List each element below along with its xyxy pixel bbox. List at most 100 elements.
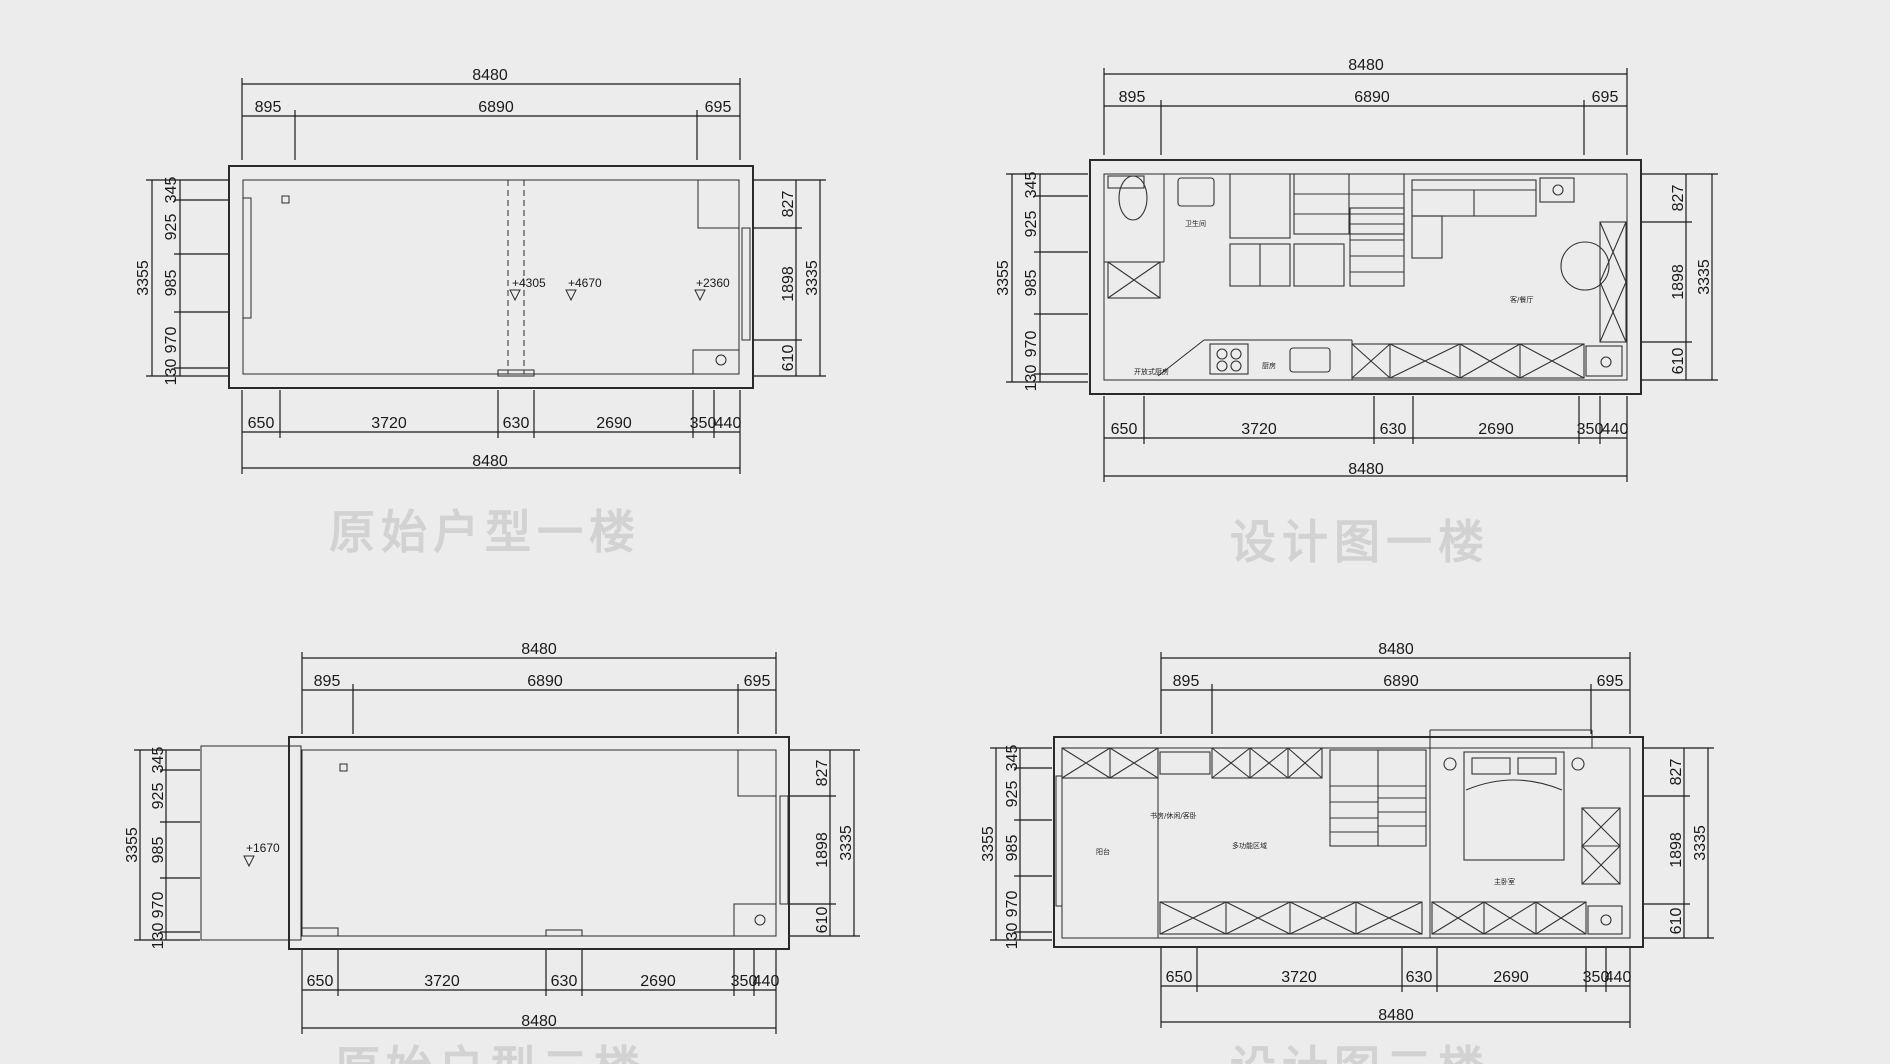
- bottom-dimension-chain: 650 3720 630 2690 350 440 8480: [241, 390, 741, 474]
- sofa-icon: [1411, 179, 1537, 259]
- utility-box: [692, 349, 740, 375]
- utility-box: [1587, 905, 1623, 935]
- svg-text:1898: 1898: [814, 832, 831, 868]
- top-dim-2: 6890: [478, 99, 514, 116]
- svg-text:970: 970: [163, 327, 180, 354]
- svg-text:6890: 6890: [1354, 89, 1390, 106]
- column-mark: [281, 195, 290, 204]
- svg-text:3355: 3355: [995, 260, 1012, 296]
- svg-text:695: 695: [1597, 673, 1624, 690]
- room-label-living: 客/餐厅: [1510, 295, 1533, 304]
- top-dimension-chain: 8480 895 6890 695: [241, 67, 741, 160]
- wardrobe: [1599, 221, 1627, 343]
- svg-text:+4305: +4305: [512, 276, 546, 290]
- svg-text:3335: 3335: [1696, 259, 1713, 295]
- top-dimension-chain: 8480 895 6890 695: [301, 641, 777, 734]
- plan-caption: 原始户型二楼: [334, 1041, 646, 1064]
- svg-text:6890: 6890: [1383, 673, 1419, 690]
- left-dimension-chain: 3355 345 925 985 970 130: [124, 747, 200, 950]
- svg-text:3720: 3720: [1281, 969, 1317, 986]
- wall-step: [301, 927, 339, 937]
- bottom-dimension-chain: 650 3720 630 2690 350 440 8480: [301, 950, 780, 1034]
- top-dim-1: 895: [255, 99, 282, 116]
- svg-text:1898: 1898: [1670, 264, 1687, 300]
- svg-text:630: 630: [1380, 421, 1407, 438]
- svg-text:350: 350: [1583, 969, 1610, 986]
- toilet-icon: [1118, 175, 1148, 221]
- sink-icon: [1289, 347, 1331, 373]
- svg-text:650: 650: [1166, 969, 1193, 986]
- svg-text:970: 970: [1023, 331, 1040, 358]
- svg-text:1898: 1898: [1668, 832, 1685, 868]
- round-table-icon: [1560, 241, 1610, 291]
- left-dimension-chain: 3355 345 925 985 970 130: [995, 172, 1088, 392]
- svg-text:610: 610: [1668, 908, 1685, 935]
- svg-text:130: 130: [1023, 365, 1040, 392]
- drain-icon: [1600, 356, 1612, 368]
- svg-text:3335: 3335: [838, 825, 855, 861]
- base-cabinets: [1351, 343, 1585, 379]
- plan-caption: 设计图一楼: [1230, 515, 1490, 569]
- wall-recess: [737, 749, 777, 797]
- svg-text:130: 130: [150, 923, 167, 950]
- column-mark: [339, 763, 348, 772]
- svg-text:8480: 8480: [521, 1013, 557, 1030]
- svg-text:8480: 8480: [472, 453, 508, 470]
- svg-text:3335: 3335: [1692, 825, 1709, 861]
- right-dimension-chain: 827 1898 610 3335: [754, 179, 826, 377]
- svg-text:985: 985: [1004, 835, 1021, 862]
- svg-text:650: 650: [307, 973, 334, 990]
- room-label-open-kitchen: 开放式厨房: [1134, 367, 1169, 376]
- svg-text:925: 925: [150, 783, 167, 810]
- window-left: [1055, 775, 1063, 907]
- plan-caption: 设计图二楼: [1230, 1041, 1490, 1064]
- drain-icon: [754, 914, 766, 926]
- svg-text:650: 650: [248, 415, 275, 432]
- svg-text:3355: 3355: [124, 827, 141, 863]
- svg-text:2690: 2690: [1478, 421, 1514, 438]
- svg-text:8480: 8480: [1378, 641, 1414, 658]
- basin-icon: [1177, 177, 1215, 207]
- svg-text:970: 970: [150, 892, 167, 919]
- svg-text:985: 985: [150, 837, 167, 864]
- inner-wall: [301, 749, 777, 937]
- svg-text:3355: 3355: [135, 260, 152, 296]
- wall-cabinets-top: [1061, 747, 1323, 779]
- basin-icon: [1539, 177, 1575, 203]
- outer-wall: [288, 736, 790, 950]
- inner-wall: [242, 179, 740, 375]
- svg-text:130: 130: [163, 359, 180, 386]
- toilet-tank: [1107, 175, 1145, 189]
- svg-text:+2360: +2360: [696, 276, 730, 290]
- plan-original-second-floor: 8480 895 6890 695 +1670 650: [124, 641, 860, 1064]
- level-mark: +1670: [243, 841, 280, 868]
- bottom-dimension-chain: 650 3720 630 2690 350 440 8480: [1160, 948, 1631, 1028]
- left-dimension-chain: 3355 345 925 985 970 130: [135, 177, 228, 386]
- room-label-bathroom: 卫生间: [1185, 219, 1206, 228]
- right-dimension-chain: 827 1898 610 3335: [790, 749, 860, 937]
- svg-text:+1670: +1670: [246, 841, 280, 855]
- bed-icon: [1463, 751, 1565, 861]
- outer-wall: [1053, 736, 1644, 948]
- svg-text:8480: 8480: [1378, 1007, 1414, 1024]
- fridge-icon: [1229, 173, 1291, 239]
- top-dim-3: 695: [705, 99, 732, 116]
- svg-text:827: 827: [1668, 759, 1685, 786]
- plan-design-first-floor: 8480 895 6890 695 卫生间: [995, 57, 1718, 569]
- svg-text:827: 827: [814, 760, 831, 787]
- left-dimension-chain: 3355 345 925 985 970 130: [980, 745, 1052, 949]
- svg-text:2690: 2690: [596, 415, 632, 432]
- level-mark: +2360: [694, 276, 730, 302]
- svg-text:8480: 8480: [521, 641, 557, 658]
- lamp-icon: [1571, 757, 1585, 771]
- svg-text:650: 650: [1111, 421, 1138, 438]
- svg-text:3355: 3355: [980, 826, 997, 862]
- svg-text:895: 895: [1119, 89, 1146, 106]
- utility-box: [733, 903, 777, 937]
- svg-text:440: 440: [753, 973, 780, 990]
- svg-text:6890: 6890: [527, 673, 563, 690]
- svg-text:345: 345: [150, 747, 167, 774]
- svg-text:985: 985: [163, 270, 180, 297]
- stove-icon: [1209, 343, 1249, 375]
